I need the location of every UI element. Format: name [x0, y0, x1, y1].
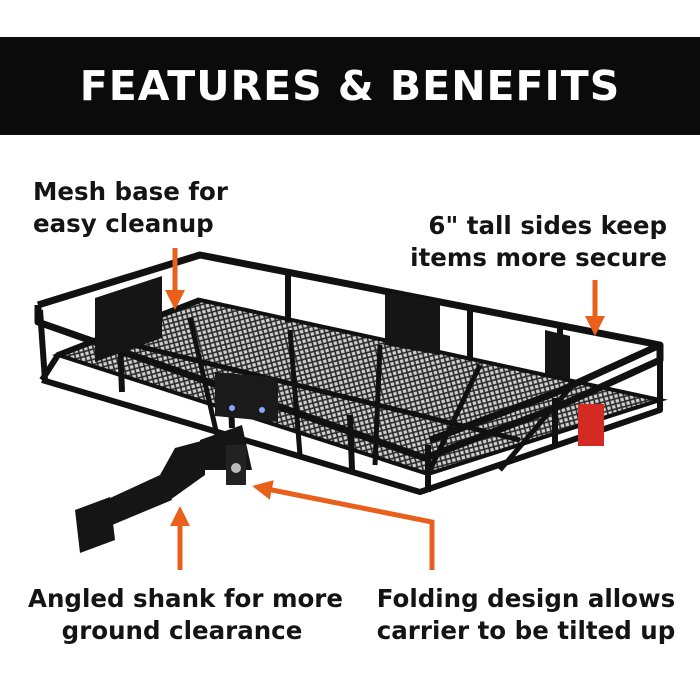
callout-folding-line2: carrier to be tilted up	[376, 616, 676, 645]
banner-title: FEATURES & BENEFITS	[79, 62, 621, 110]
callout-angled-shank: Angled shank for more ground clearance	[28, 583, 344, 647]
corner-plates	[95, 276, 570, 380]
callout-sides-line2: items more secure	[410, 243, 667, 272]
callout-tall-sides: 6" tall sides keep items more secure	[405, 210, 667, 274]
callout-shank-line2: ground clearance	[61, 616, 303, 645]
callout-arrows	[165, 248, 605, 570]
mesh-base	[52, 297, 668, 477]
mount-plate	[215, 372, 278, 422]
callout-folding-design: Folding design allows carrier to be tilt…	[376, 583, 676, 647]
header-banner: FEATURES & BENEFITS	[0, 37, 700, 135]
callout-sides-line1: 6" tall sides keep	[428, 211, 667, 240]
red-reflector	[578, 404, 604, 446]
callout-mesh-line1: Mesh base for	[33, 177, 228, 206]
arrow-folding	[252, 480, 435, 570]
hitch-shank	[75, 425, 252, 553]
callout-mesh-base: Mesh base for easy cleanup	[33, 176, 228, 240]
callout-mesh-line2: easy cleanup	[33, 209, 214, 238]
callout-folding-line1: Folding design allows	[376, 584, 676, 613]
callout-shank-line1: Angled shank for more	[28, 584, 344, 613]
